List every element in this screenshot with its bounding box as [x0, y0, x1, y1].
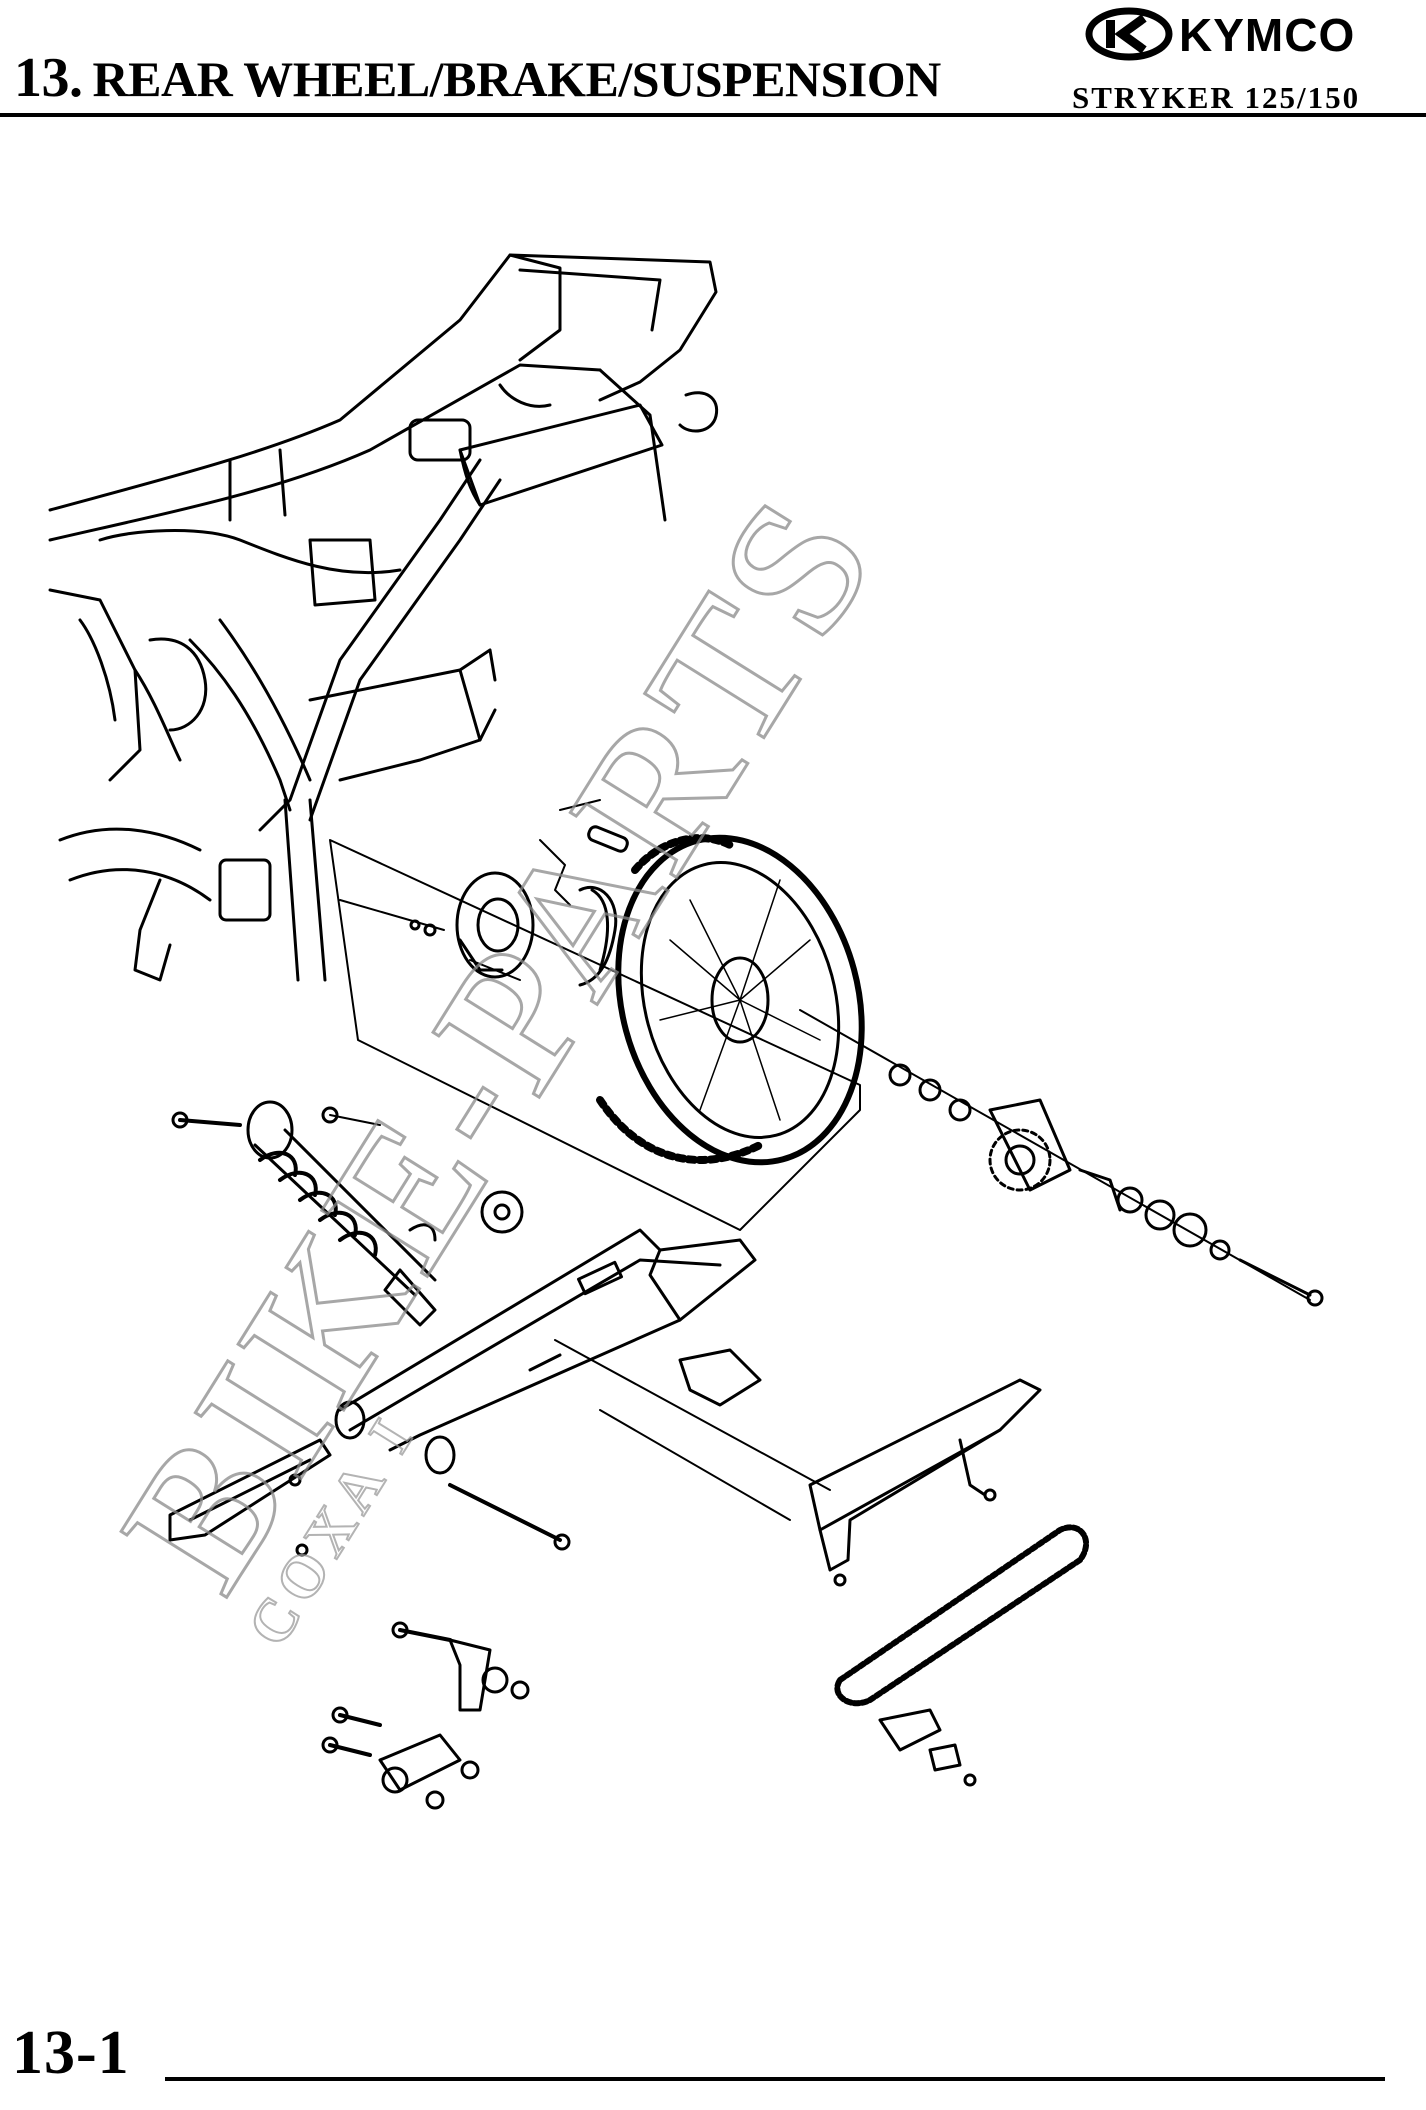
chain-case: [808, 1378, 1042, 1587]
chain-guide: [168, 1438, 332, 1557]
page-number: 13-1: [12, 2019, 130, 2087]
brake-panel: [339, 799, 629, 987]
chapter-title-text: REAR WHEEL/BRAKE/SUSPENSION: [92, 51, 942, 107]
rear-shock-absorber: [171, 1100, 437, 1327]
rear-wheel: [596, 834, 865, 1166]
linkage: [321, 1621, 530, 1810]
page-header: 13.REAR WHEEL/BRAKE/SUSPENSION KYMCO STR…: [0, 0, 1426, 125]
assembly-boundary: [329, 839, 861, 1231]
axle-components: [799, 1009, 1324, 1307]
model-name: STRYKER 125/150: [1072, 80, 1361, 115]
frame-illustration: [48, 253, 719, 982]
swingarm: [334, 1190, 831, 1551]
chapter-number: 13.: [14, 47, 83, 109]
brand-logo: KYMCO: [1084, 4, 1420, 64]
drive-chain: [834, 1524, 1089, 1787]
kymco-logo-icon: [1085, 7, 1173, 61]
exploded-parts-diagram: [48, 253, 1324, 1810]
header-divider: [0, 113, 1426, 117]
footer-divider: [165, 2077, 1385, 2081]
chapter-title: 13.REAR WHEEL/BRAKE/SUSPENSION: [14, 46, 941, 110]
brand-name: KYMCO: [1179, 9, 1356, 61]
